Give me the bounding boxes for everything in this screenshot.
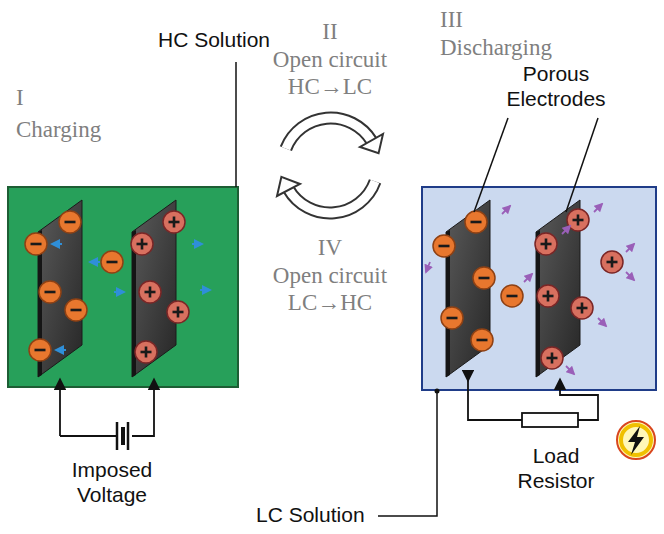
anion-group xyxy=(433,211,523,351)
leader-line xyxy=(474,118,598,212)
part-label: Load Resistor xyxy=(517,444,594,494)
leader-line xyxy=(235,62,237,187)
charging-circuit xyxy=(60,380,154,436)
leader-line xyxy=(378,392,437,516)
stage-number: II xyxy=(322,18,337,45)
leader-dot xyxy=(435,389,440,394)
part-label: Imposed Voltage xyxy=(72,458,153,508)
battery-symbol xyxy=(117,422,128,450)
resistor-symbol xyxy=(522,413,578,427)
solution-label: LC Solution xyxy=(256,503,365,528)
stage-number: III xyxy=(440,6,463,33)
stage-name: Open circuit HC→LC xyxy=(260,46,400,100)
hc-solution-tank xyxy=(8,187,238,387)
stage-name: Discharging xyxy=(440,34,552,61)
stage-name: Charging xyxy=(16,116,101,143)
ion-motion-arrows xyxy=(426,204,634,374)
power-icon xyxy=(617,421,655,459)
cation-group xyxy=(131,211,189,363)
ion-motion-arrows xyxy=(52,244,210,350)
solution-label: HC Solution xyxy=(158,28,270,53)
lc-solution-tank xyxy=(422,187,656,390)
part-label: Porous Electrodes xyxy=(506,62,605,112)
cation-group xyxy=(535,209,623,369)
stage-number: IV xyxy=(318,234,342,261)
cycle-arrows xyxy=(277,118,383,213)
anion-group xyxy=(25,211,123,361)
stage-number: I xyxy=(16,84,24,111)
stage-name: Open circuit LC→HC xyxy=(260,262,400,316)
